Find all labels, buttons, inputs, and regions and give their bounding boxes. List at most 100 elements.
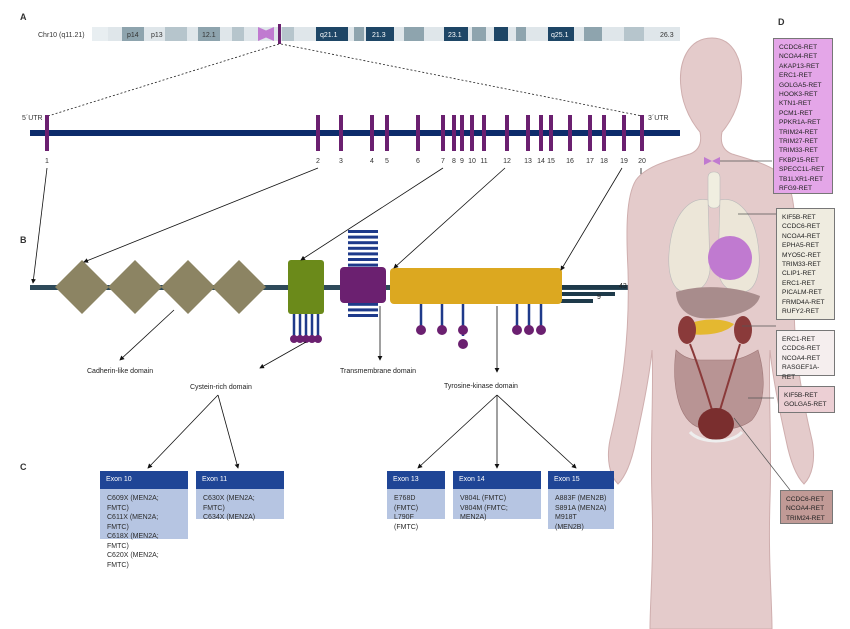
- exon-7: [441, 115, 445, 151]
- exon14-box-body: V804L (FMTC) V804M (FMTC; MEN2A): [453, 489, 541, 521]
- exon-number: 13: [524, 158, 532, 165]
- exon11-box-header: Exon 11: [196, 471, 284, 489]
- isoform-43: [560, 292, 615, 296]
- exon-number: 19: [620, 158, 628, 165]
- exon11-box-body: C630X (MEN2A; FMTC) C634X (MEN2A): [196, 489, 284, 521]
- exon-14: [539, 115, 543, 151]
- cadherin-arrow: [119, 309, 175, 361]
- exon-17: [588, 115, 592, 151]
- panel-label-c: C: [20, 462, 27, 472]
- cysteine-arrow: [259, 341, 307, 369]
- exon15-box-header: Exon 15: [548, 471, 614, 489]
- colon-icon: [674, 349, 764, 431]
- fusion-gene: NCOA4-RET: [782, 354, 821, 362]
- fusion-gene: NCOA4-RET: [782, 232, 821, 240]
- mutation-item: V804M (FMTC; MEN2A): [460, 504, 508, 522]
- bladder-icon: [698, 408, 734, 440]
- exon-10: [470, 115, 474, 151]
- exon-15: [549, 115, 553, 151]
- cadherin-repeat: [161, 260, 215, 314]
- mutation-item: C634X (MEN2A): [203, 514, 256, 521]
- exon-number: 18: [600, 158, 608, 165]
- exon-number: 12: [503, 158, 511, 165]
- fusion-gene: AKAP13-RET: [779, 62, 820, 70]
- mutation-item: L790F (FMTC): [394, 514, 419, 531]
- fusion-gene: GOLGA5-RET: [779, 81, 822, 89]
- mutation-item: C609X (MEN2A; FMTC): [107, 495, 159, 512]
- exon13-box-body: E768D (FMTC) L790F (FMTC): [387, 489, 445, 531]
- fusion-gene: MYO5C-RET: [782, 251, 821, 259]
- fusion-gene: FKBP15-RET: [779, 156, 819, 164]
- fusion-gene: RFG9-RET: [779, 185, 812, 193]
- fusion-gene: EPHA5-RET: [782, 242, 820, 250]
- fusion-gene: TRIM27-RET: [779, 138, 818, 146]
- fusion-gene: TRIM33-RET: [779, 147, 818, 155]
- exon15-box-body: A883F (MEN2B) S891A (MEN2A) M918T (MEN2B…: [548, 489, 614, 531]
- isoform-label: 43: [619, 283, 627, 290]
- mutation-arrows: [147, 394, 577, 469]
- mutation-item: A883F (MEN2B): [555, 495, 607, 502]
- protein-backbone: [30, 285, 640, 290]
- exon-number: 5: [385, 158, 389, 165]
- membrane-stripe: [348, 314, 378, 317]
- fusion-gene: CCDC6-RET: [782, 345, 821, 353]
- fusion-gene: CCDC6-RET: [782, 223, 821, 231]
- membrane-stripe: [348, 246, 378, 250]
- exon-number: 15: [547, 158, 555, 165]
- fusion-gene: TB1LXR1-RET: [779, 175, 823, 183]
- organ-connectors: [720, 160, 791, 491]
- mutation-item: C611X (MEN2A; FMTC): [107, 514, 159, 531]
- utr3-label: 3´UTR: [648, 115, 669, 122]
- exon-5: [385, 115, 389, 151]
- panel-label-a: A: [20, 12, 27, 22]
- exon-2: [316, 115, 320, 151]
- isoform-51: [560, 285, 640, 289]
- fusion-gene: KIF5B-RET: [782, 214, 816, 221]
- exon-13: [526, 115, 530, 151]
- membrane-stripe: [348, 308, 378, 312]
- membrane-stripe: [348, 241, 378, 245]
- exon14-box-header: Exon 14: [453, 471, 541, 489]
- membrane-stripe: [348, 230, 378, 233]
- band-label: q25.1: [551, 32, 569, 39]
- exon-number: 17: [586, 158, 594, 165]
- exon-11: [482, 115, 486, 151]
- exon-4: [370, 115, 374, 151]
- fusion-gene: CCDC6-RET: [786, 496, 825, 503]
- membrane-stripe: [348, 252, 378, 256]
- kidney-icon: [678, 316, 696, 344]
- exon-number: 14: [537, 158, 545, 165]
- band-label: 23.1: [448, 32, 462, 39]
- exon-19: [622, 115, 626, 151]
- exon10-box-body: C609X (MEN2A; FMTC) C611X (MEN2A; FMTC) …: [100, 489, 188, 569]
- cadherin-repeat: [212, 260, 266, 314]
- mutation-item: C620X (MEN2A; FMTC): [107, 552, 159, 569]
- band-label: 12.1: [202, 32, 216, 39]
- cysteine-label: Cystein-rich domain: [190, 384, 252, 391]
- cadherin-repeat: [55, 260, 109, 314]
- fusion-gene: PPKR1A-RET: [779, 119, 821, 127]
- utr5-label: 5´UTR: [22, 115, 43, 122]
- fusion-gene: HOOK3-RET: [779, 91, 818, 99]
- exon13-box-header: Exon 13: [387, 471, 445, 489]
- exon-number: 3: [339, 158, 343, 165]
- fusion-gene: RASGEF1A-RET: [782, 364, 820, 381]
- exon-6: [416, 115, 420, 151]
- mutation-item: S891A (MEN2A): [555, 504, 607, 512]
- exon-number: 20: [638, 158, 646, 165]
- exon-number: 8: [452, 158, 456, 165]
- mutation-item: C630X (MEN2A; FMTC): [203, 495, 255, 512]
- exon-3: [339, 115, 343, 151]
- thyroid-icon: [704, 157, 720, 165]
- fusion-gene: RUFY2-RET: [782, 308, 819, 316]
- protein-diagram: [30, 230, 640, 349]
- fusion-gene: CLIP1-RET: [782, 270, 816, 278]
- fusion-gene: SPECC1L-RET: [779, 166, 825, 174]
- band-label: 26.3: [660, 32, 674, 39]
